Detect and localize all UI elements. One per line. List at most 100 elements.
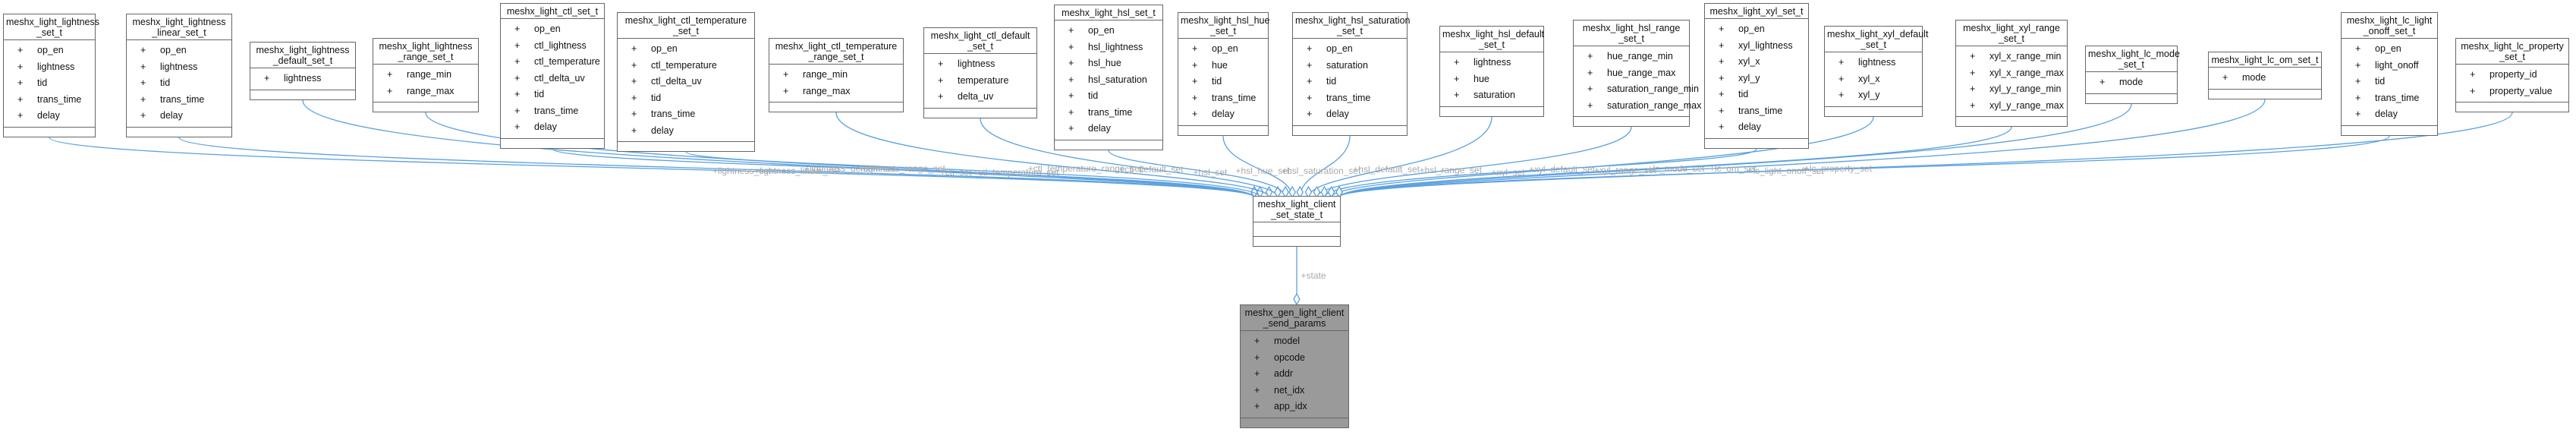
struct-methods: [769, 102, 903, 112]
struct-title: meshx_light_hsl_range_set_t: [1574, 20, 1689, 46]
member-name: op_en: [534, 24, 561, 34]
struct-box[interactable]: meshx_light_ctl_set_t + op_en + ctl_lightnes…: [500, 3, 605, 149]
struct-member: +tid: [140, 75, 228, 92]
struct-title-line: meshx_light_xyl_set_t: [1709, 6, 1804, 17]
struct-title: meshx_light_xyl_default_set_t: [1825, 27, 1928, 52]
struct-methods: [1574, 117, 1689, 126]
association-edge: [425, 112, 1255, 198]
member-visibility: +: [2470, 69, 2476, 80]
struct-member: +lightness: [1454, 55, 1540, 71]
member-name: hue: [1474, 73, 1489, 84]
struct-title-line: meshx_light_ctl_default: [930, 30, 1030, 41]
struct-box[interactable]: meshx_light_lc_mode_set_t+mode: [2085, 46, 2180, 104]
struct-member: +trans_time: [631, 106, 751, 123]
edge-label: +ctl_default_set: [1119, 163, 1184, 175]
member-name: hue_range_max: [1607, 67, 1676, 78]
struct-member: +saturation_range_max: [1587, 98, 1701, 115]
association-edge: [835, 112, 1270, 198]
member-name: trans_time: [1088, 106, 1133, 118]
struct-title: meshx_light_lightness_default_set_t: [250, 43, 355, 68]
member-visibility: +: [1719, 121, 1725, 132]
struct-member: +op_en: [140, 43, 228, 59]
member-name: xyl_lightness: [1738, 39, 1793, 51]
struct-title-line: meshx_light_ctl_set_t: [506, 6, 599, 17]
struct-box[interactable]: meshx_light_hsl_saturation_set_t+op_en+s…: [1292, 12, 1410, 136]
struct-box[interactable]: meshx_light_hsl_default_set_t+lightness+…: [1439, 26, 1544, 117]
struct-box[interactable]: meshx_light_ctl_temperature_set_t+op_en+…: [617, 12, 755, 152]
struct-box[interactable]: meshx_light_hsl_set_t+op_en+hsl_lightnes…: [1054, 5, 1163, 150]
association-edge: [1222, 135, 1293, 198]
member-visibility: +: [2355, 43, 2361, 54]
struct-member: +trans_time: [17, 92, 92, 109]
struct-box[interactable]: meshx_light_lightness_default_set_t+ligh…: [250, 42, 356, 100]
association-edge: [1338, 135, 2390, 198]
struct-members: +op_en+lightness+tid+trans_time+delay: [4, 40, 95, 128]
struct-box[interactable]: meshx_light_lightness_set_t+op_en+lightn…: [3, 14, 99, 137]
struct-member: +hue_range_min: [1587, 49, 1686, 65]
struct-box[interactable]: meshx_light_lc_property_set_t+property_i…: [2455, 38, 2569, 112]
struct-member: +mode: [2222, 70, 2318, 87]
struct-box[interactable]: meshx_light_lc_om_set_t+mode: [2208, 52, 2322, 99]
member-name: op_en: [37, 45, 64, 55]
struct-title: meshx_gen_light_client_send_params: [1241, 305, 1348, 331]
struct-box[interactable]: meshx_light_lightness_linear_set_t+op_en…: [126, 14, 232, 137]
struct-box[interactable]: meshx_light_ctl_default_set_t+lightness+…: [923, 27, 1037, 118]
association-edge: [1338, 103, 2132, 198]
association-edge: [685, 151, 1261, 198]
struct-member: +op_en: [1068, 23, 1159, 39]
aggregation-diamond: [1327, 185, 1335, 199]
member-name: delay: [2375, 109, 2398, 119]
struct-methods: [1055, 140, 1162, 150]
member-visibility: +: [1838, 90, 1845, 100]
struct-title-line: meshx_light_lightness: [256, 45, 350, 55]
struct-box-center[interactable]: meshx_light_client_set_state_t: [1253, 196, 1341, 247]
member-name: opcode: [1274, 352, 1306, 363]
member-visibility: +: [631, 125, 637, 136]
struct-members: +xyl_x_range_min+xyl_x_range_max+xyl_y_r…: [1956, 46, 2067, 117]
edge-label: +state: [1301, 270, 1326, 281]
struct-box[interactable]: meshx_light_hsl_hue_set_t+op_en+hue+tid+…: [1178, 12, 1269, 136]
struct-title: meshx_light_hsl_hue_set_t: [1178, 13, 1269, 39]
struct-members: +property_id+property_value: [2456, 65, 2568, 102]
struct-member: +xyl_y_range_min: [1970, 81, 2064, 98]
struct-title: meshx_light_ctl_set_t: [501, 4, 604, 19]
struct-box[interactable]: meshx_light_lightness_range_set_t+range_…: [373, 38, 479, 112]
struct-title-line: meshx_light_lightness: [132, 17, 226, 27]
struct-box[interactable]: meshx_light_xyl_set_t+op_en+xyl_lightnes…: [1704, 3, 1809, 149]
struct-box-target[interactable]: meshx_gen_light_client_send_params + model…: [1240, 304, 1349, 428]
struct-title: meshx_light_lightness_range_set_t: [373, 39, 478, 65]
member-name: hsl_saturation: [1088, 74, 1147, 85]
association-edge: [1338, 126, 2012, 198]
struct-member: +saturation: [1307, 58, 1404, 74]
member-visibility: +: [2470, 85, 2476, 96]
struct-box[interactable]: meshx_light_hsl_range_set_t +hue_range_mi…: [1573, 20, 1701, 127]
edge-label: +hsl_set: [1193, 166, 1228, 178]
member-name: net_idx: [1274, 384, 1305, 396]
member-name: ctl_lightness: [534, 39, 587, 51]
struct-members: +op_en+ctl_lightness+ctl_temperature+ctl…: [501, 19, 604, 139]
struct-box[interactable]: meshx_light_lc_light_onoff_set_t+op_en+l…: [2341, 12, 2438, 136]
member-name: delay: [1088, 123, 1111, 134]
struct-member: +trans_time: [1719, 103, 1805, 120]
struct-member: +xyl_y: [1719, 71, 1805, 87]
struct-member: +delta_uv: [938, 89, 1033, 106]
member-visibility: +: [1587, 67, 1593, 78]
struct-title-line: _default_set_t: [272, 55, 333, 66]
member-visibility: +: [1719, 89, 1725, 99]
struct-box[interactable]: meshx_light_xyl_default_set_t+lightness+…: [1824, 26, 1928, 117]
member-name: op_en: [1326, 43, 1353, 54]
struct-member: +ctl_temperature: [631, 58, 751, 74]
member-visibility: +: [140, 93, 146, 105]
struct-title: meshx_light_xyl_range_set_t: [1956, 20, 2067, 46]
member-name: tid: [37, 77, 48, 88]
member-visibility: +: [1192, 76, 1198, 87]
member-visibility: +: [514, 56, 521, 67]
member-name: model: [1274, 336, 1301, 346]
struct-box[interactable]: meshx_light_ctl_temperature_range_set_t+…: [769, 38, 904, 112]
member-name: delay: [37, 110, 60, 121]
member-name: mode: [2242, 72, 2266, 83]
member-visibility: +: [1254, 401, 1260, 412]
struct-members: +range_min+range_max: [373, 65, 478, 102]
struct-box[interactable]: meshx_light_xyl_range_set_t+xyl_x_range_…: [1955, 20, 2068, 127]
member-visibility: +: [514, 121, 521, 132]
